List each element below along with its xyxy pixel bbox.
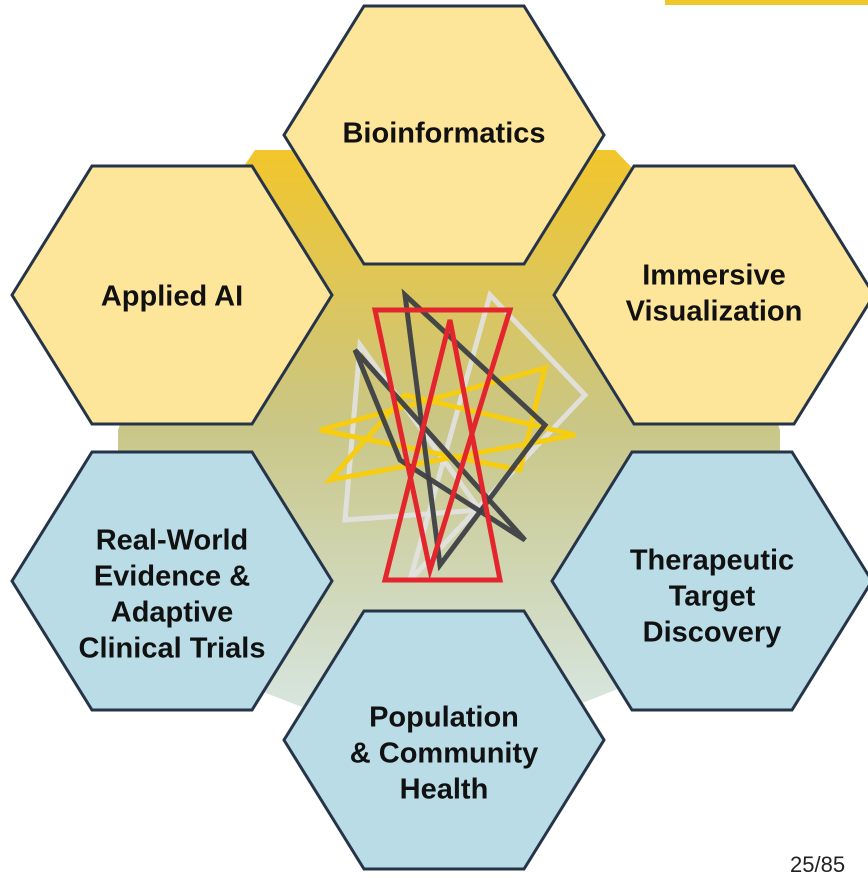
- hexagon-label: Applied AI: [101, 281, 243, 313]
- hexagon-shape: [552, 164, 868, 426]
- hexagon-applied-ai: Applied AI: [10, 164, 334, 426]
- hexagon-label: Evidence &: [94, 561, 250, 593]
- hexagon-label: Real-World: [96, 525, 249, 557]
- hexagon-label: Visualization: [626, 296, 803, 328]
- hexagon-label: Target: [669, 581, 756, 613]
- center-star-icon: [319, 288, 589, 583]
- hexagon-shape: [10, 450, 334, 712]
- top-accent-bar: [665, 0, 868, 5]
- hexagon-shape: [10, 164, 334, 426]
- hexagon-shape: [282, 609, 606, 871]
- hexagon-label: Discovery: [643, 617, 782, 649]
- hexagon-shape: [550, 450, 868, 712]
- hexagon-shape: [282, 4, 606, 266]
- hexagon-label: Health: [400, 774, 489, 806]
- hexagon-label: Immersive: [642, 260, 786, 292]
- hexagon-label: Therapeutic: [630, 545, 794, 577]
- page-number: 25/85: [790, 852, 846, 877]
- hexagon-label: Adaptive: [111, 597, 233, 629]
- hexagon-label: Bioinformatics: [342, 118, 545, 150]
- hexagon-label: Population: [369, 702, 519, 734]
- hexagon-bioinformatics: Bioinformatics: [282, 4, 606, 266]
- hexagon-label: Clinical Trials: [79, 633, 266, 665]
- hexagon-label: & Community: [350, 738, 539, 770]
